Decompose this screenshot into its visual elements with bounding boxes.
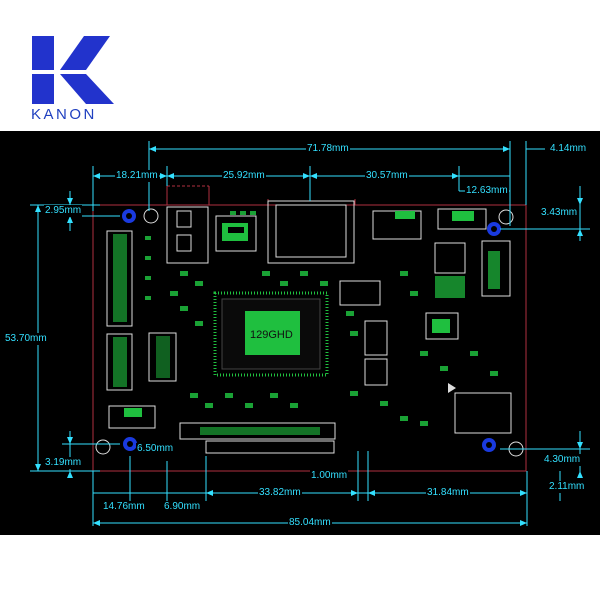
dim-bottom-middle: 33.82mm [258, 487, 302, 499]
fpc-connector [179, 422, 336, 440]
dim-bottom-right: 31.84mm [426, 487, 470, 499]
dim-right-bottom-offset: 4.30mm [543, 454, 582, 466]
dim-bottom-left-b: 6.90mm [163, 501, 202, 513]
dim-hole-offset: 6.50mm [136, 443, 175, 455]
usb-port [215, 215, 257, 252]
dim-bottom-left-a: 14.76mm [102, 501, 146, 513]
board-dimension-drawing: 129GHD 71.78mm 4.14mm 18.21mm 25.92mm 30… [0, 131, 600, 535]
main-chip [213, 291, 329, 377]
dim-right-inner: 12.63mm [465, 185, 509, 197]
dim-left-top-offset: 2.95mm [44, 205, 83, 217]
dim-middle-segment: 25.92mm [222, 170, 266, 182]
dim-right-top-offset: 3.43mm [540, 207, 579, 219]
dim-top-right-edge: 4.14mm [549, 143, 588, 155]
chip-marking: 129GHD [250, 329, 293, 341]
dim-top-width: 71.78mm [306, 143, 350, 155]
dim-right-segment: 30.57mm [365, 170, 409, 182]
dim-total-width: 85.04mm [288, 517, 332, 529]
dim-height: 53.70mm [4, 333, 48, 345]
pcb-layout [30, 141, 590, 526]
left-connector [106, 230, 133, 327]
logo-brand-text: KANON [31, 106, 97, 123]
dim-bottom-right-small: 2.11mm [548, 481, 586, 493]
dim-connector-gap: 1.00mm [310, 470, 349, 482]
dim-left-bottom-offset: 3.19mm [44, 457, 83, 469]
power-jack [166, 206, 209, 264]
kanon-logo [32, 36, 114, 104]
dim-left-segment: 18.21mm [115, 170, 159, 182]
hdmi-port [267, 200, 355, 264]
